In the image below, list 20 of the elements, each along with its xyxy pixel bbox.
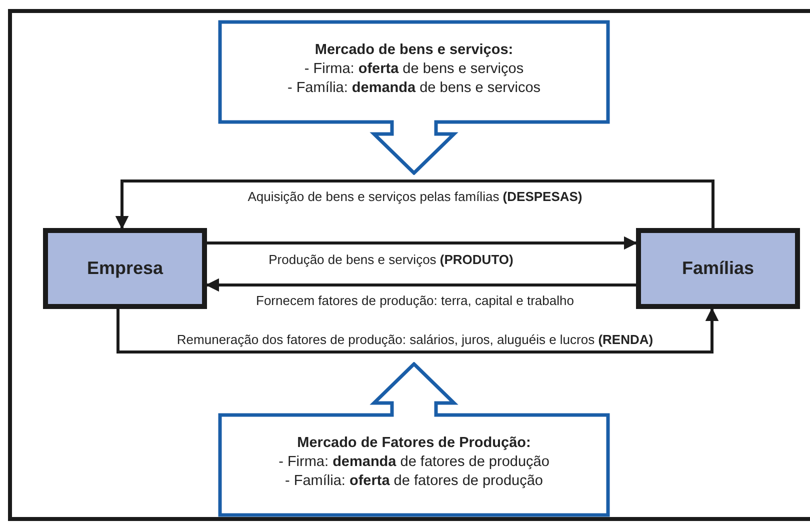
market-line: - Firma: demanda de fatores de produção [278,453,550,472]
edge-label: Fornecem fatores de produção: terra, capital e trabalho [254,293,576,308]
market-line: - Firma: oferta de bens e serviços [304,60,524,79]
edge-label: Produção de bens e serviços (PRODUTO) [266,252,516,267]
market-line: - Família: demanda de bens e servicos [287,79,541,98]
edge-label: Aquisição de bens e serviços pelas famílias (DESPESAS) [246,189,584,204]
market-heading: Mercado de Fatores de Produção: [297,434,531,453]
arrow [206,278,636,292]
market-line: - Família: oferta de fatores de produção [285,472,543,491]
agent-label: Empresa [86,258,164,279]
arrow [116,308,719,354]
arrow [207,236,638,250]
agent-label: Famílias [682,258,754,279]
arrow [115,180,714,230]
agent-box [43,228,207,309]
callout-arrow-box [218,20,610,175]
market-heading: Mercado de bens e serviços: [314,41,514,60]
edge-label: Remuneração dos fatores de produção: salários, juros, aluguéis e lucros (RENDA) [174,332,656,347]
agent-box [636,228,800,309]
callout-arrow-box [218,362,610,517]
